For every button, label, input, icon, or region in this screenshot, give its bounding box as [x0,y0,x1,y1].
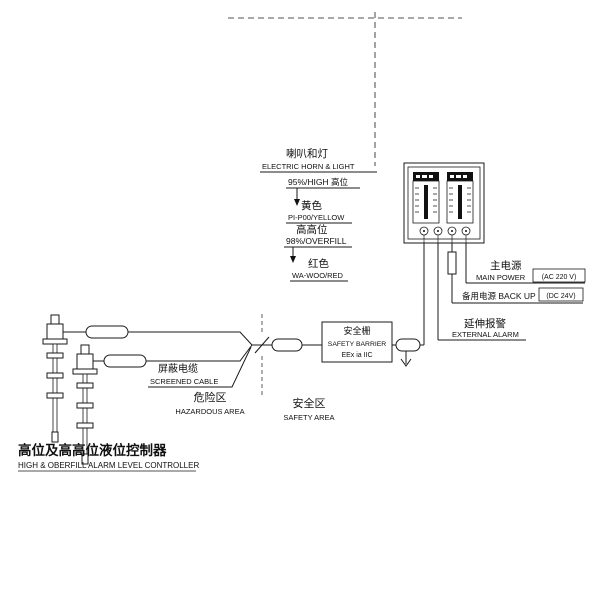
terminal-dot [437,230,439,232]
level-sensor-probe-2 [72,344,98,465]
probe1-band [46,372,64,379]
drawing-title-en: HIGH & OBERFILL ALARM LEVEL CONTROLLER [18,461,199,470]
safety-barrier-box [321,321,393,363]
meter2-header-mark [463,175,467,178]
backup-power-label: 备用电源 BACK UP [462,291,536,301]
meter1-bargraph [424,185,428,219]
drawing-title-cn: 高位及高高位液位控制器 [18,442,167,458]
terminal-stems [423,235,467,243]
barrier-en-label: SAFETY BARRIER [328,341,387,348]
boundary-slash-mark [254,336,270,354]
yellow-cn-label: 黄色 [301,199,322,212]
meter2-bargraph [458,185,462,219]
horn-light-en-label: ELECTRIC HORN & LIGHT [262,162,355,171]
meter1-header-mark [416,175,420,178]
screened-cable-label: 屏蔽电缆 SCREENED CABLE [148,346,252,388]
panel-terminal-row [419,226,471,243]
panel-wiring [423,243,467,345]
probe1-cap [50,314,60,325]
hazardous-area-cn: 危险区 [194,390,227,404]
probe2-head [76,353,94,370]
construction-lines [228,12,462,166]
external-alarm-cn-label: 延伸报警 [464,317,506,330]
control-panel [403,162,485,244]
sensor2-cable-run [146,344,253,362]
terminal-dot [423,230,425,232]
screened-cable-cn: 屏蔽电缆 [158,362,198,375]
overfill-cn-label: 高高位 [296,223,328,236]
power-labels: 主电源 MAIN POWER (AC 220 V) 备用电源 BACK UP (… [438,259,586,341]
probe1-tip [51,431,59,443]
high-setpoint-label: 95%/HIGH 高位 [288,177,348,187]
main-power-cn-label: 主电源 [490,259,522,272]
backup-power-rating-box [538,287,584,302]
meter1-header-mark [429,175,433,178]
safety-barrier: 安全栅 SAFETY BARRIER EEx ia IIC [321,321,393,363]
red-code-label: WA-WOO/RED [292,271,344,280]
ground-symbol [400,358,412,367]
probe1-band [46,352,64,359]
sensor1-cable-run [128,331,253,346]
external-alarm-en-label: EXTERNAL ALARM [452,330,519,339]
yellow-code-label: PI-P00/YELLOW [288,213,345,222]
level-meter-1 [412,172,440,224]
probe2-cap [80,344,90,355]
meter1-scale-ticks-right [433,187,437,213]
meter2-scale-ticks-left [449,187,453,213]
cable-runs [63,325,424,368]
screened-cable-leader [148,346,252,388]
meter1-scale-ticks-left [415,187,419,213]
main-power-en-label: MAIN POWER [476,273,526,282]
backup-power-rating: (DC 24V) [546,293,575,300]
hazardous-area-en: HAZARDOUS AREA [175,407,244,416]
horn-light-cn-label: 喇叭和灯 [286,148,328,160]
fuse-symbol [447,251,457,275]
main-power-rating-box [532,268,586,283]
probe1-head [46,323,64,340]
probe2-band [76,402,94,409]
probe2-flange [72,368,98,375]
safety-area-en: SAFETY AREA [283,413,334,422]
meter1-header-mark [422,175,427,178]
safety-area-cn: 安全区 [293,396,326,410]
terminal-dot [465,230,467,232]
meter2-scale-ticks-right [467,187,471,213]
red-cn-label: 红色 [308,257,329,270]
screened-cable-en: SCREENED CABLE [150,377,218,386]
probe1-band [46,392,64,399]
probe1-flange [42,338,68,345]
down-arrow-icon [290,256,296,263]
overfill-setpoint-label: 98%/OVERFILL [286,236,347,246]
meter2-header-mark [450,175,454,178]
level-sensor-probe-1 [42,314,68,443]
terminal-dot [451,230,453,232]
probe2-band [76,382,94,389]
barrier-cn-label: 安全栅 [343,325,370,336]
cable-gland-1 [85,325,129,339]
down-arrow-icon [294,199,300,206]
area-labels: 危险区 HAZARDOUS AREA 安全区 SAFETY AREA [175,390,334,422]
probe2-band [76,422,94,429]
cable-gland-4 [395,338,421,352]
level-meter-2 [446,172,474,224]
main-power-rating: (AC 220 V) [542,274,577,281]
cable-gland-3 [271,338,303,352]
probe2-tip [81,453,89,465]
title-block: 高位及高高位液位控制器 HIGH & OBERFILL ALARM LEVEL … [18,442,199,472]
barrier-cert-label: EEx ia IIC [341,352,372,359]
alarm-annotations: 喇叭和灯 ELECTRIC HORN & LIGHT 95%/HIGH 高位 黄… [260,148,377,282]
cable-gland-2 [103,354,147,368]
meter2-header-mark [456,175,461,178]
